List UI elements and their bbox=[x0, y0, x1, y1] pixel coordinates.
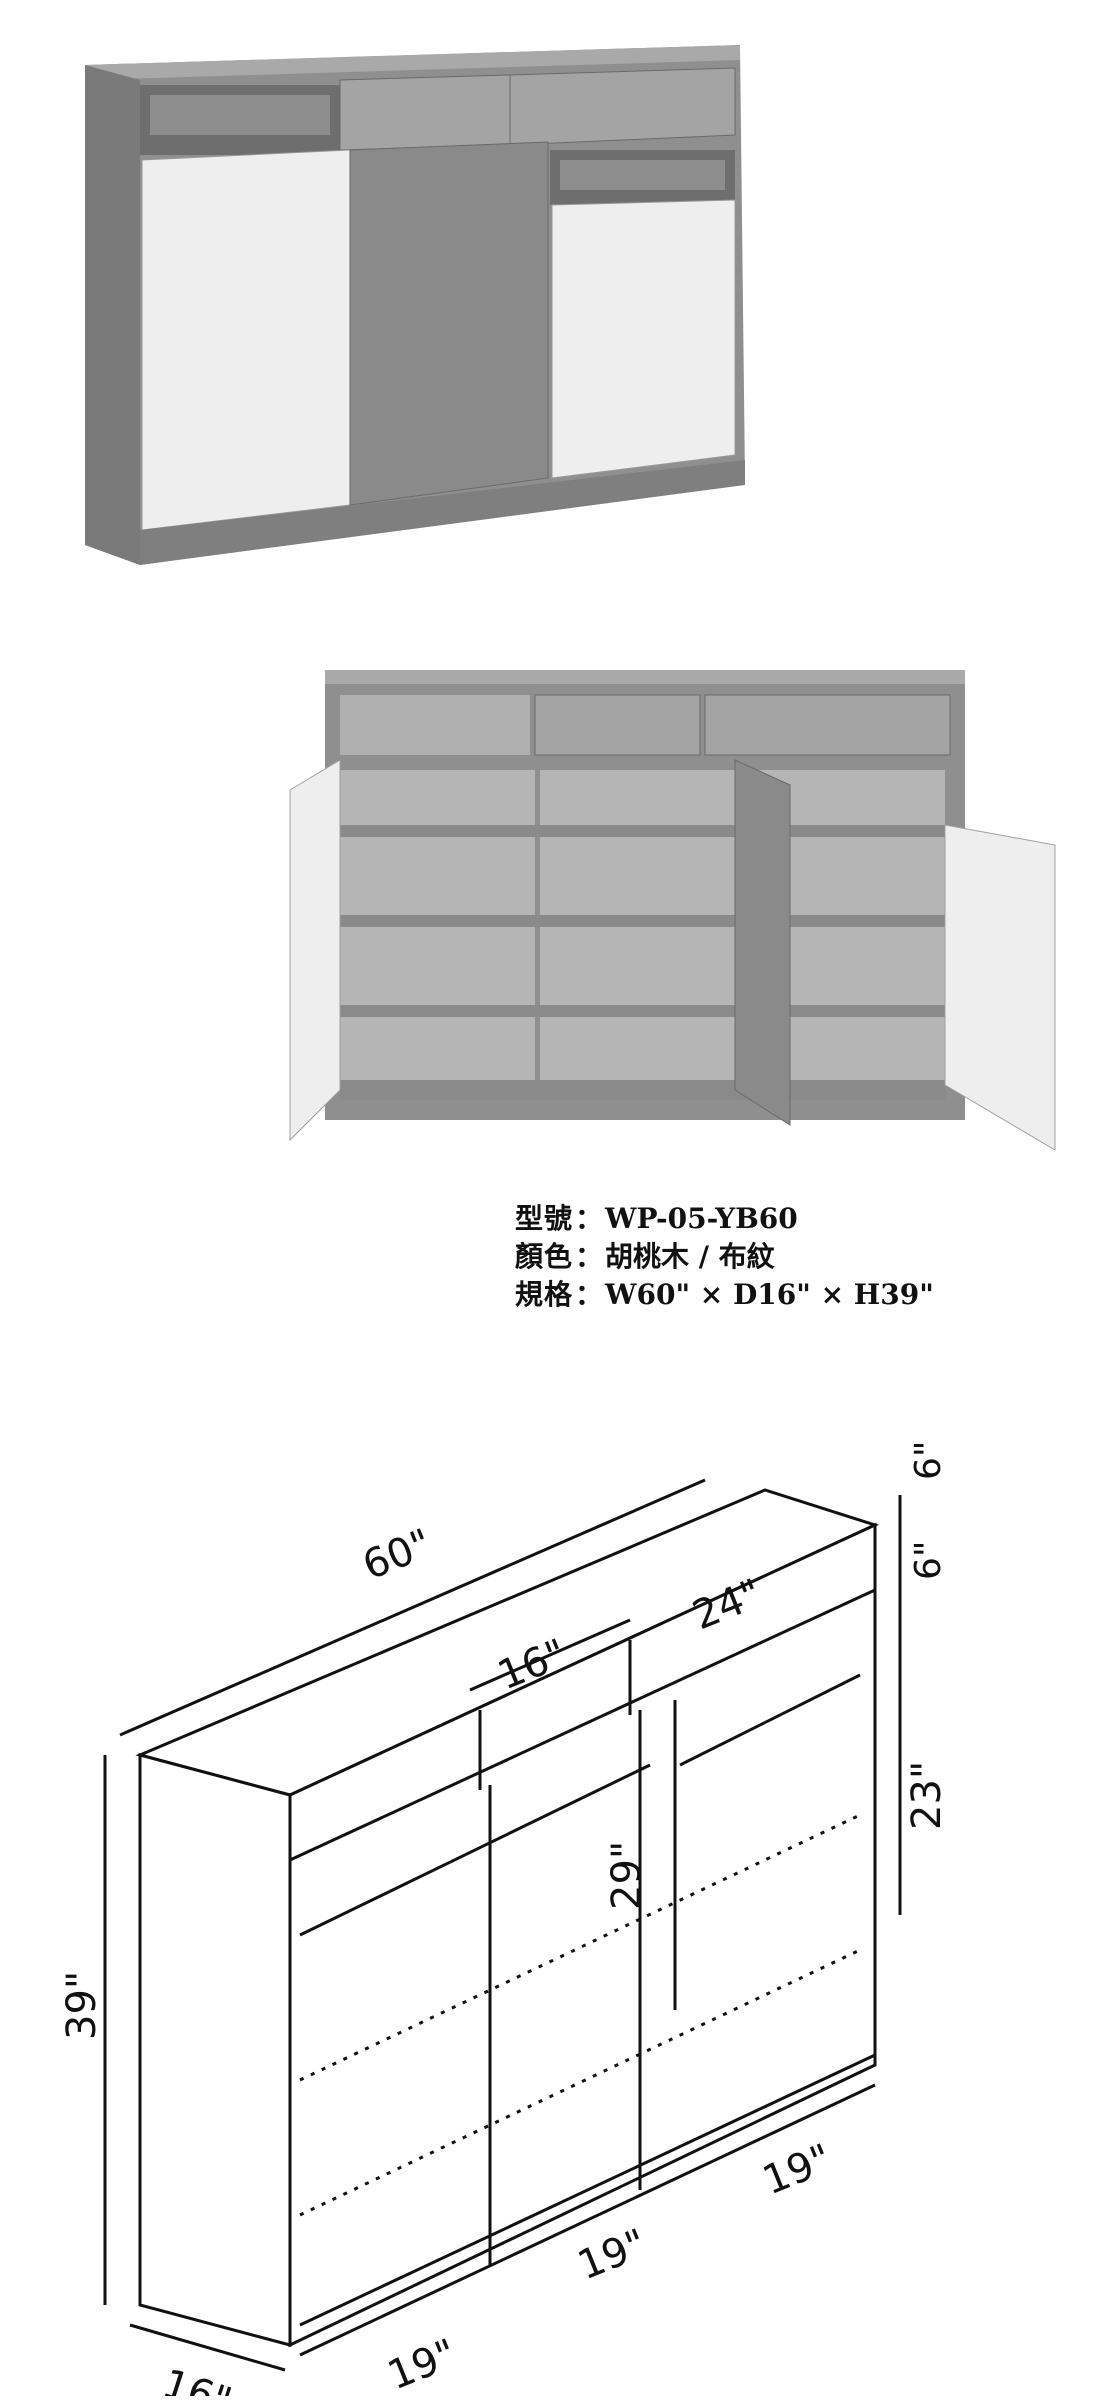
spec-color-label: 顏色 bbox=[515, 1240, 574, 1273]
spec-size-label: 規格 bbox=[515, 1278, 574, 1311]
dimension-drawing-svg: 60" 39" 16" 16" 24" 6" 6" 23" 29" 19" 19… bbox=[59, 1441, 950, 2400]
spec-color: 顏色 ： 胡桃木 / 布紋 bbox=[515, 1238, 1115, 1276]
dim-top-gap-label: 6" bbox=[908, 1441, 949, 1480]
spec-color-sep: ： bbox=[575, 1240, 604, 1273]
spec-model-value: WP-05-YB60 bbox=[605, 1202, 798, 1235]
product-photo-closed bbox=[0, 0, 1120, 620]
dim-height-label: 39" bbox=[59, 1971, 105, 2040]
spec-size-value: W60" × D16" × H39" bbox=[605, 1278, 934, 1311]
spec-size-sep: ： bbox=[575, 1278, 604, 1311]
dim-depth-label: 16" bbox=[157, 2361, 237, 2396]
dim-section-1-label: 19" bbox=[382, 2331, 463, 2396]
dimension-drawing: 60" 39" 16" 16" 24" 6" 6" 23" 29" 19" 19… bbox=[0, 1360, 1120, 2400]
cabinet-closed-illustration bbox=[85, 45, 745, 565]
spec-model-label: 型號 bbox=[515, 1202, 574, 1235]
dim-middle-height-label: 29" bbox=[604, 1841, 650, 1910]
spec-model-sep: ： bbox=[575, 1202, 604, 1235]
dim-section-3-label: 19" bbox=[757, 2136, 838, 2205]
dim-door-height-label: 23" bbox=[904, 1761, 950, 1830]
dim-drawer-height-label: 6" bbox=[908, 1541, 949, 1580]
dim-width-label: 60" bbox=[357, 1521, 438, 1590]
cabinet-open-illustration bbox=[289, 670, 1056, 1151]
product-photo-open bbox=[0, 640, 1120, 1200]
spec-model: 型號 ： WP-05-YB60 bbox=[515, 1200, 1115, 1238]
dim-section-2-label: 19" bbox=[572, 2221, 653, 2290]
spec-block: 型號 ： WP-05-YB60 顏色 ： 胡桃木 / 布紋 規格 ： W60" … bbox=[515, 1200, 1115, 1314]
spec-color-value: 胡桃木 / 布紋 bbox=[605, 1240, 775, 1273]
spec-size: 規格 ： W60" × D16" × H39" bbox=[515, 1276, 1115, 1314]
